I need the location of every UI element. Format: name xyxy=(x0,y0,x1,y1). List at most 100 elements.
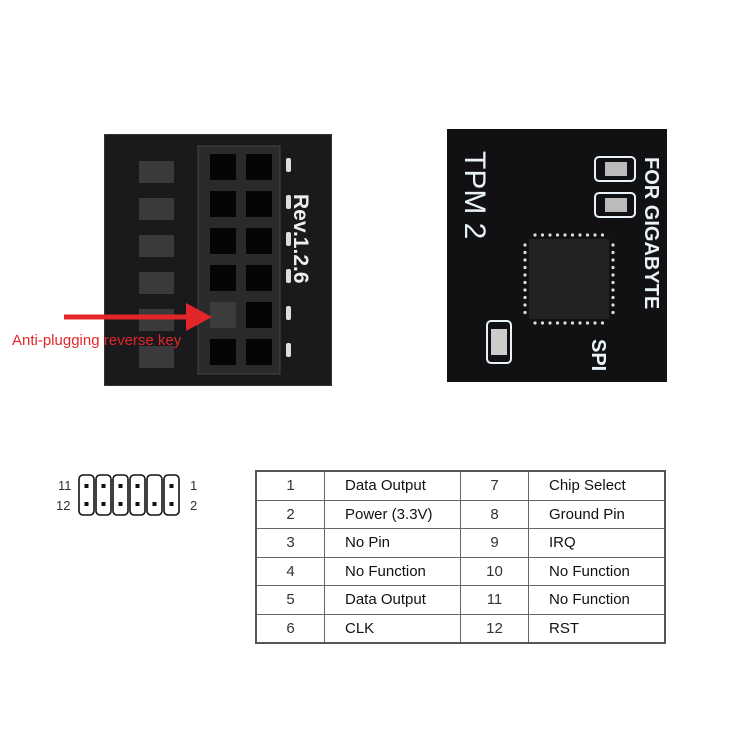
chip-pin xyxy=(578,321,582,325)
chip-pin xyxy=(593,321,597,325)
socket-hole xyxy=(246,191,272,217)
pin-function: No Function xyxy=(528,585,665,615)
chip-pin xyxy=(611,243,615,247)
pin-number: 1 xyxy=(255,470,325,501)
pin-number: 4 xyxy=(255,556,325,586)
silkscreen-marks xyxy=(286,158,291,357)
chip-pin xyxy=(540,233,545,237)
pin-function: RST xyxy=(528,613,665,644)
pin-function: No Function xyxy=(324,556,461,586)
header-pin-pair xyxy=(163,474,180,516)
pin-number: 9 xyxy=(460,528,529,558)
pin-function: Power (3.3V) xyxy=(324,499,461,529)
pin-function: CLK xyxy=(324,613,461,644)
tpm-chip xyxy=(529,239,609,319)
pin-label-2: 2 xyxy=(190,498,198,513)
header-pin xyxy=(152,502,157,506)
pad-mark xyxy=(286,343,291,357)
chip-pin xyxy=(611,265,615,270)
pin-label-1: 1 xyxy=(190,478,198,493)
pin-number: 11 xyxy=(460,585,529,615)
pad-mark xyxy=(286,269,291,283)
socket-hole xyxy=(210,228,236,254)
chip-pin xyxy=(611,295,615,300)
chip-pin xyxy=(523,258,527,262)
chip-pin xyxy=(563,233,567,237)
tpm-module-connector-photo: Rev.1.2.6 xyxy=(104,134,332,386)
pin-function: Data Output xyxy=(324,470,461,501)
pin-function: Data Output xyxy=(324,585,461,615)
chip-pin xyxy=(523,310,527,315)
chip-pin xyxy=(593,233,597,237)
chip-pin xyxy=(523,250,527,255)
chip-pin xyxy=(611,258,615,262)
header-pin xyxy=(101,502,106,506)
chip-pin xyxy=(600,233,605,237)
chip-pin xyxy=(555,233,560,237)
header-pin xyxy=(118,484,123,488)
pin-function: Ground Pin xyxy=(528,499,665,529)
gigabyte-label: FOR GIGABYTE xyxy=(640,157,662,309)
chip-pin xyxy=(540,321,545,325)
socket-hole xyxy=(246,302,272,328)
chip-pin xyxy=(523,295,527,300)
chip-pin xyxy=(523,303,527,307)
header-pin xyxy=(84,484,89,488)
pin-number: 12 xyxy=(460,613,529,644)
header-pin-pair xyxy=(112,474,129,516)
header-pin-pair xyxy=(95,474,112,516)
header-pin xyxy=(135,484,140,488)
header-pin-pair xyxy=(146,474,163,516)
pad-mark xyxy=(286,195,291,209)
pad-mark xyxy=(286,306,291,320)
chip-pin xyxy=(585,321,590,325)
red-arrow-icon xyxy=(64,303,212,331)
chip-pins xyxy=(523,233,615,325)
pin-number: 2 xyxy=(255,499,325,529)
pin-function: Chip Select xyxy=(528,470,665,501)
chip-pin xyxy=(611,288,615,292)
chip-pin xyxy=(611,250,615,255)
chip-pin xyxy=(523,273,527,277)
chip-pin xyxy=(611,303,615,307)
pin-number: 5 xyxy=(255,585,325,615)
chip-pin xyxy=(548,321,552,325)
socket-hole xyxy=(210,154,236,180)
chip-pin xyxy=(611,273,615,277)
pin-function: No Function xyxy=(528,556,665,586)
edge-pins xyxy=(139,161,174,368)
chip-pin xyxy=(570,321,575,325)
reverse-key-annotation: Anti-plugging reverse key xyxy=(12,332,182,349)
pin-number: 6 xyxy=(255,613,325,644)
chip-pin xyxy=(600,321,605,325)
pin-number: 10 xyxy=(460,556,529,586)
header-pin-pair xyxy=(129,474,146,516)
header-pin xyxy=(101,484,106,488)
header-pin-pair xyxy=(78,474,95,516)
tpm-module-chip-photo: TPM 2 FOR GIGABYTE SPI xyxy=(447,129,667,382)
socket-hole xyxy=(210,339,236,365)
chip-pin xyxy=(548,233,552,237)
chip-pin xyxy=(555,321,560,325)
chip-pin xyxy=(563,321,567,325)
chip-pin xyxy=(523,265,527,270)
chip-pin xyxy=(611,310,615,315)
chip-pin xyxy=(585,233,590,237)
chip-pin xyxy=(578,233,582,237)
chip-pin xyxy=(533,321,537,325)
pin-header-diagram xyxy=(78,474,180,516)
chip-pin xyxy=(570,233,575,237)
pin-function: IRQ xyxy=(528,528,665,558)
chip-pin xyxy=(523,288,527,292)
reverse-key-socket xyxy=(210,302,236,328)
pin-label-11: 11 xyxy=(58,478,72,493)
pad-mark xyxy=(286,158,291,172)
header-pin xyxy=(118,502,123,506)
